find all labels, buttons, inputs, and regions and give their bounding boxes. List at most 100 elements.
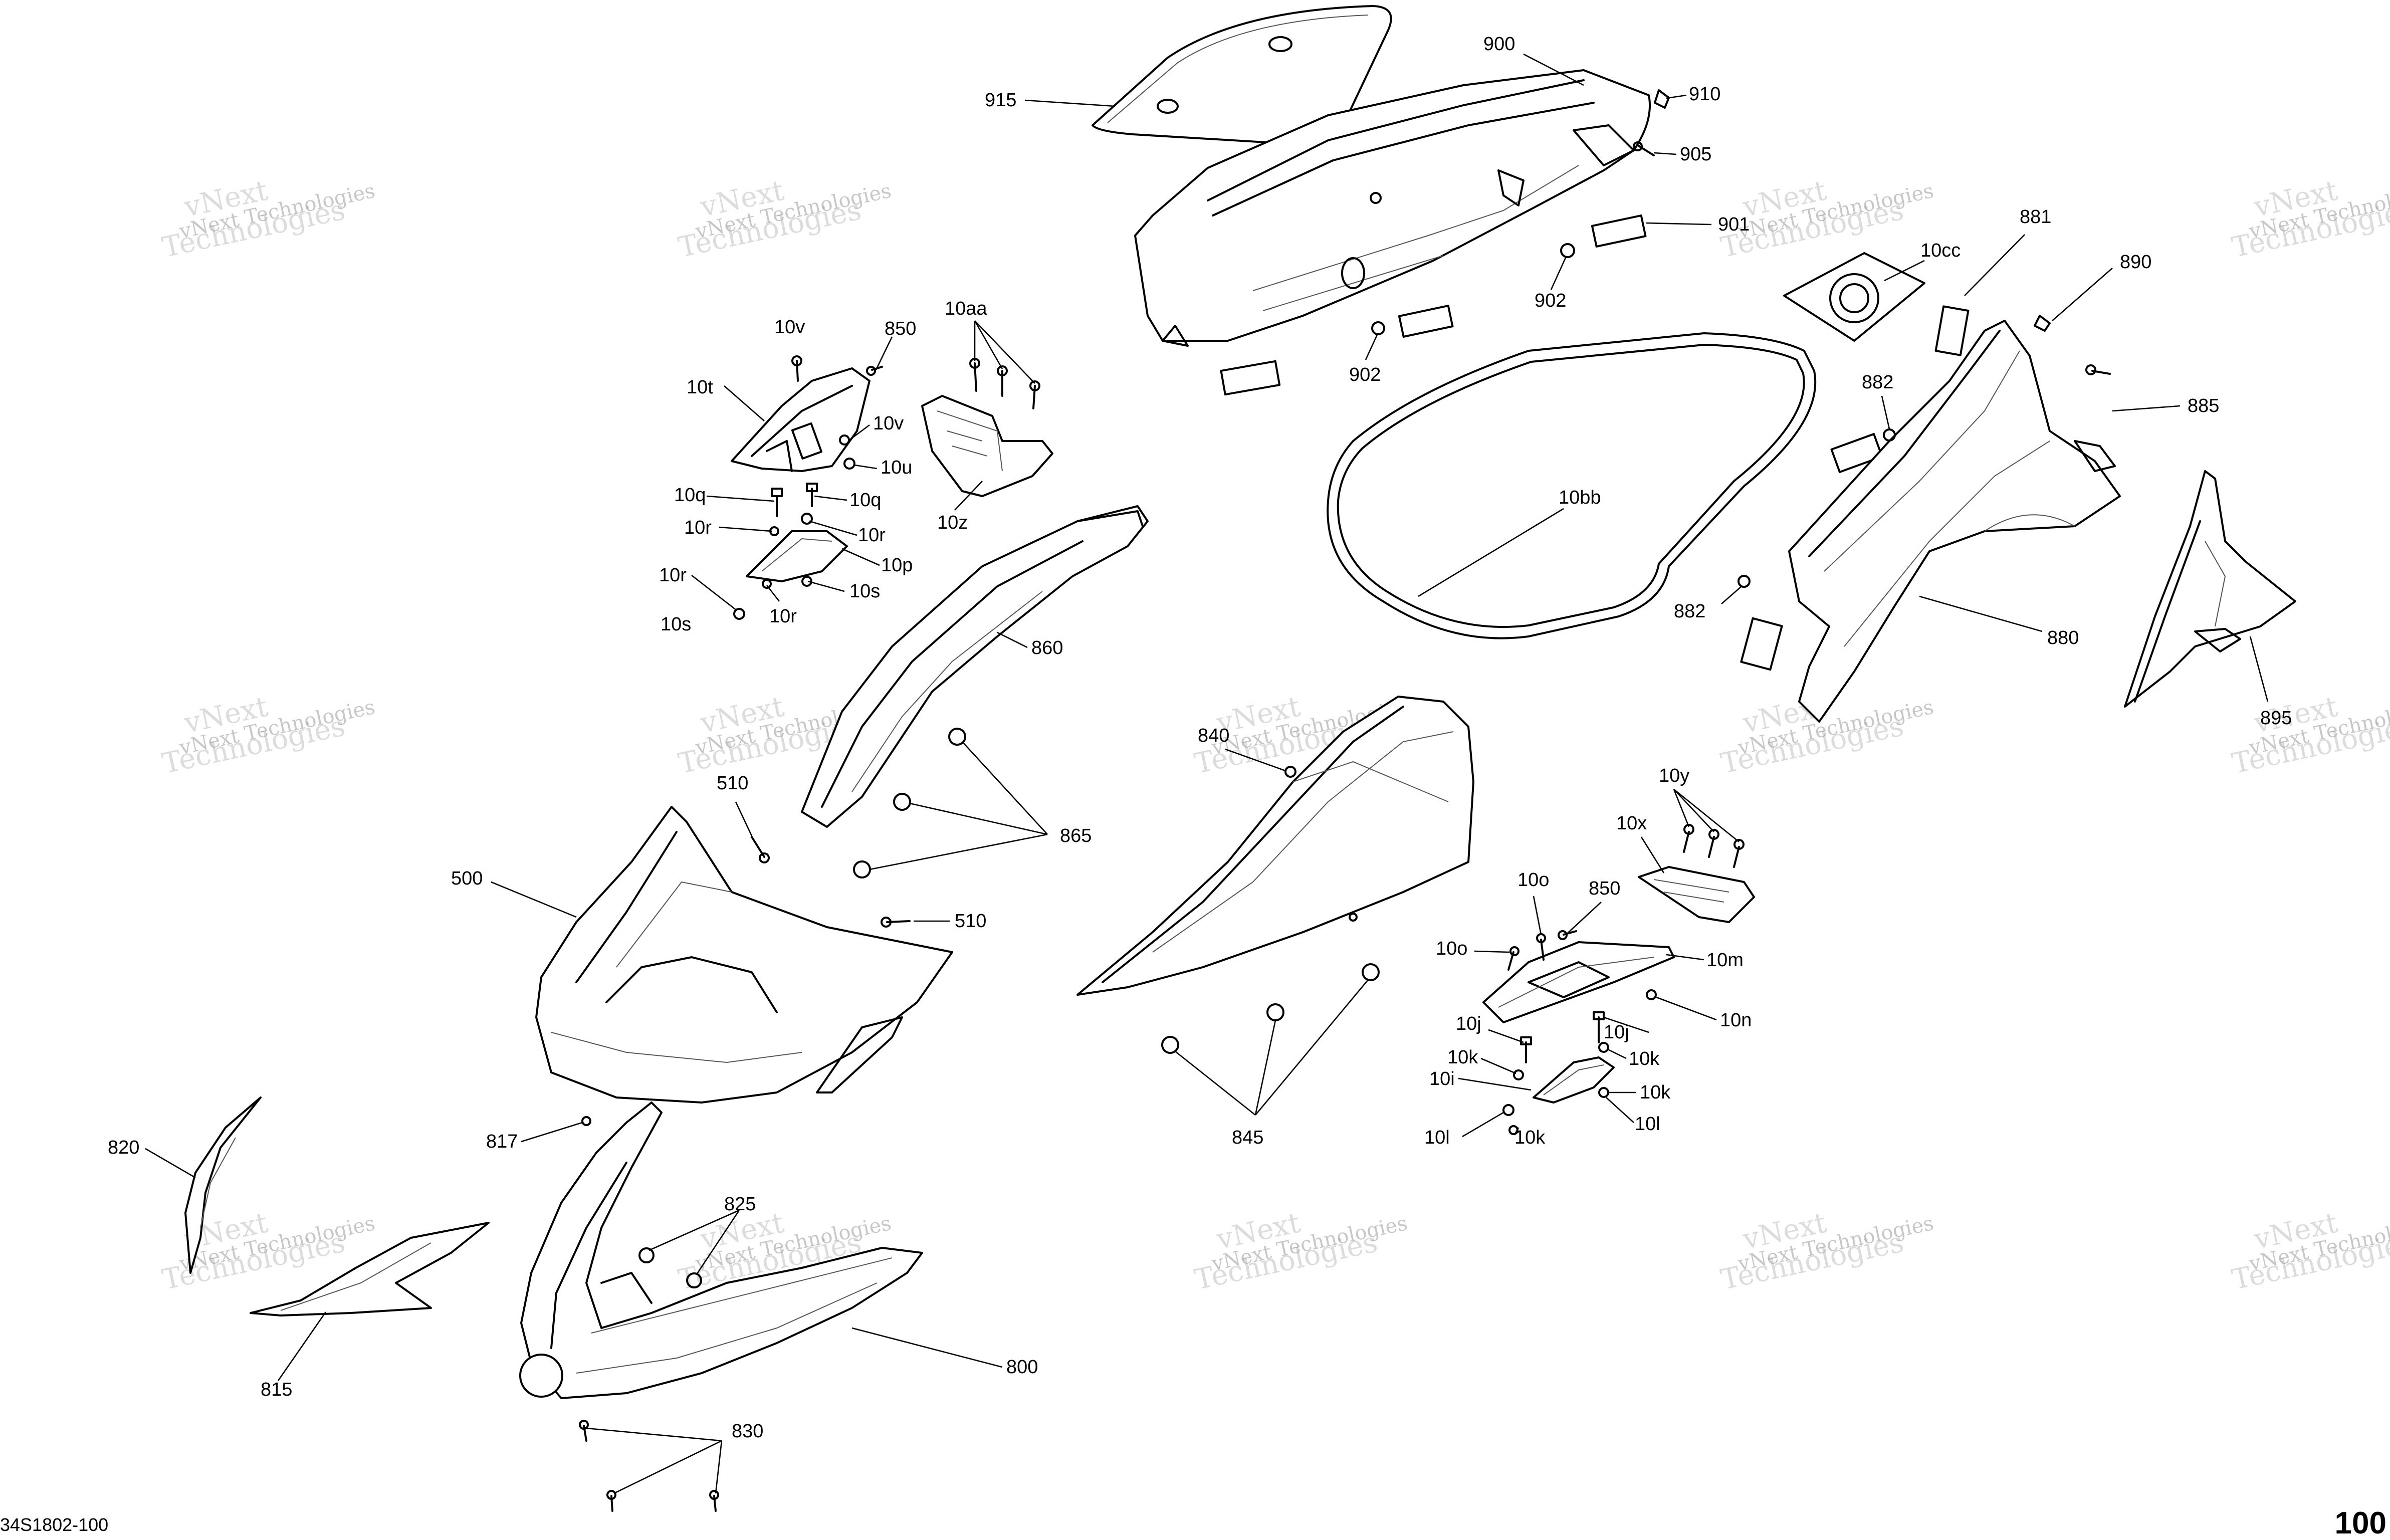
part-500-nose-cover[interactable] xyxy=(535,806,953,1104)
callout-10k[interactable]: 10k xyxy=(1640,1082,1671,1103)
part-915-cover[interactable] xyxy=(1092,5,1392,145)
part-882-clips[interactable] xyxy=(1737,428,1896,588)
callout-865[interactable]: 865 xyxy=(1060,825,1092,846)
part-860-side-panel[interactable] xyxy=(801,505,1149,828)
part-901-pads[interactable] xyxy=(1220,214,1647,396)
callout-510[interactable]: 510 xyxy=(717,773,748,794)
callout-10r[interactable]: 10r xyxy=(769,606,797,627)
part-10x-lock[interactable] xyxy=(1638,824,1755,923)
callout-10k[interactable]: 10k xyxy=(1629,1048,1660,1069)
part-10cc-plate[interactable] xyxy=(1783,252,1925,342)
leader-10o-a xyxy=(1533,896,1542,935)
callout-860[interactable]: 860 xyxy=(1031,637,1063,658)
callout-10s[interactable]: 10s xyxy=(849,581,880,602)
callout-10aa[interactable]: 10aa xyxy=(945,298,987,319)
callout-10cc[interactable]: 10cc xyxy=(1920,240,1961,261)
callout-10x[interactable]: 10x xyxy=(1616,813,1647,834)
part-865-rivets[interactable] xyxy=(853,728,966,878)
part-510-screws[interactable] xyxy=(751,836,911,928)
part-10z-lock[interactable] xyxy=(921,358,1053,497)
callout-905[interactable]: 905 xyxy=(1680,144,1711,165)
callout-815[interactable]: 815 xyxy=(261,1379,292,1400)
part-895-rear-panel[interactable] xyxy=(2124,470,2296,708)
watermark: vNext Technologies vNext Technologies xyxy=(1192,1206,1409,1296)
part-10t-bracket[interactable] xyxy=(731,367,871,472)
leader-915 xyxy=(1024,99,1116,107)
callout-10r[interactable]: 10r xyxy=(659,565,687,586)
part-10p-latch[interactable] xyxy=(733,483,848,620)
callout-820[interactable]: 820 xyxy=(108,1137,139,1158)
callout-817[interactable]: 817 xyxy=(486,1131,518,1152)
part-10bb-seal[interactable] xyxy=(1327,332,1817,639)
callout-882[interactable]: 882 xyxy=(1862,372,1893,393)
callout-510[interactable]: 510 xyxy=(955,911,986,932)
callout-910[interactable]: 910 xyxy=(1689,84,1720,105)
part-10i-latch[interactable] xyxy=(1502,1011,1615,1135)
part-10o-850-screws[interactable] xyxy=(1507,930,1657,1000)
leader-10v-b xyxy=(849,424,870,441)
callout-825[interactable]: 825 xyxy=(724,1194,756,1215)
callout-880[interactable]: 880 xyxy=(2047,627,2079,648)
part-900-storage-tub[interactable] xyxy=(1134,69,1651,347)
callout-882[interactable]: 882 xyxy=(1674,601,1705,622)
callout-10j[interactable]: 10j xyxy=(1456,1013,1481,1034)
callout-850[interactable]: 850 xyxy=(885,318,916,339)
callout-890[interactable]: 890 xyxy=(2120,252,2151,273)
callout-500[interactable]: 500 xyxy=(451,868,483,889)
callout-10n[interactable]: 10n xyxy=(1720,1010,1752,1031)
callout-10k[interactable]: 10k xyxy=(1447,1047,1478,1068)
callout-10s[interactable]: 10s xyxy=(661,614,691,635)
callout-10z[interactable]: 10z xyxy=(937,512,968,533)
callout-10i[interactable]: 10i xyxy=(1429,1068,1455,1089)
callout-10y[interactable]: 10y xyxy=(1659,765,1689,786)
callout-885[interactable]: 885 xyxy=(2188,395,2219,416)
callout-10l[interactable]: 10l xyxy=(1424,1127,1450,1148)
callout-10m[interactable]: 10m xyxy=(1706,950,1744,971)
callout-900[interactable]: 900 xyxy=(1483,34,1515,55)
part-815-trim[interactable] xyxy=(250,1222,490,1316)
callout-10j[interactable]: 10j xyxy=(1604,1022,1629,1043)
callout-10q[interactable]: 10q xyxy=(674,485,706,506)
callout-10t[interactable]: 10t xyxy=(687,377,713,398)
callout-10v[interactable]: 10v xyxy=(873,413,904,434)
callout-10bb[interactable]: 10bb xyxy=(1559,487,1601,508)
callout-10r[interactable]: 10r xyxy=(858,525,886,546)
callout-10k[interactable]: 10k xyxy=(1514,1127,1546,1148)
callout-915[interactable]: 915 xyxy=(985,90,1016,111)
part-10v-850-screws[interactable] xyxy=(791,355,883,470)
part-840-side-panel[interactable] xyxy=(1076,696,1474,996)
part-830-screws[interactable] xyxy=(579,1420,719,1512)
callout-850[interactable]: 850 xyxy=(1589,878,1620,899)
part-817-clip[interactable] xyxy=(581,1116,591,1126)
callout-881[interactable]: 881 xyxy=(2020,206,2051,228)
part-881-pads[interactable] xyxy=(1740,305,1970,671)
leader-10r-d xyxy=(766,585,780,602)
callout-902[interactable]: 902 xyxy=(1535,290,1566,311)
part-800-front-bumper[interactable] xyxy=(519,1102,923,1399)
leader-895 xyxy=(2249,636,2269,702)
callout-10p[interactable]: 10p xyxy=(881,555,913,576)
part-902-clips[interactable] xyxy=(1371,243,1575,335)
callout-10q[interactable]: 10q xyxy=(849,490,881,511)
callout-901[interactable]: 901 xyxy=(1718,214,1750,235)
callout-800[interactable]: 800 xyxy=(1006,1357,1038,1378)
callout-845[interactable]: 845 xyxy=(1232,1127,1263,1148)
callout-10u[interactable]: 10u xyxy=(881,457,912,478)
leader-10r-a xyxy=(719,526,772,532)
part-910-905-screws[interactable] xyxy=(1633,89,1670,156)
callout-902[interactable]: 902 xyxy=(1349,364,1381,385)
part-880-side-panel[interactable] xyxy=(1788,320,2121,723)
part-10m-bracket[interactable] xyxy=(1482,941,1675,1023)
part-825-rivets[interactable] xyxy=(638,1247,702,1288)
callout-830[interactable]: 830 xyxy=(732,1421,763,1442)
part-845-rivets[interactable] xyxy=(1161,963,1380,1054)
callout-10r[interactable]: 10r xyxy=(684,517,712,538)
part-890-885-screws[interactable] xyxy=(2034,315,2111,375)
part-820-trim[interactable] xyxy=(184,1096,262,1274)
callout-895[interactable]: 895 xyxy=(2260,708,2292,729)
callout-10o[interactable]: 10o xyxy=(1436,938,1467,959)
callout-840[interactable]: 840 xyxy=(1198,725,1229,746)
callout-10o[interactable]: 10o xyxy=(1517,869,1549,891)
callout-10l[interactable]: 10l xyxy=(1635,1114,1660,1135)
callout-10v[interactable]: 10v xyxy=(774,317,805,338)
